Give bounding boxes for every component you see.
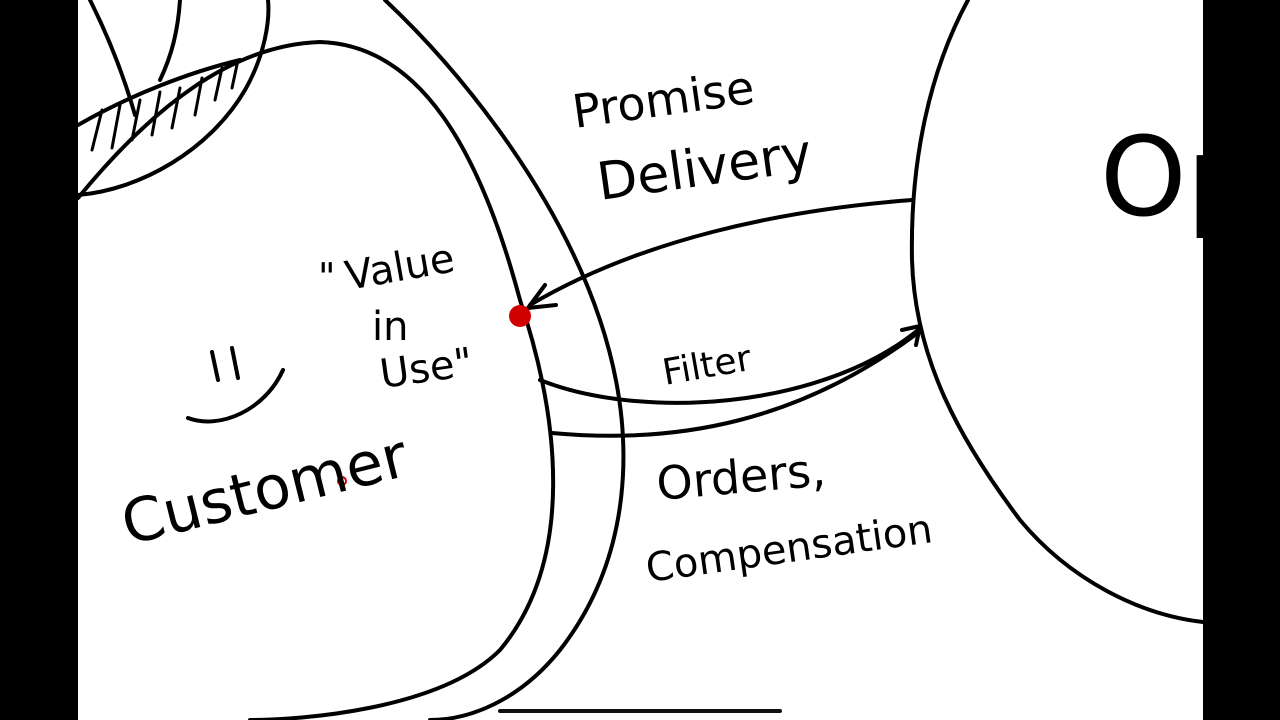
value-label: Value <box>342 235 458 299</box>
value-marker-dot <box>509 305 531 327</box>
whiteboard-canvas[interactable]: Promise Delivery " Value in Use" Filter … <box>78 0 1203 720</box>
promise-arrowhead <box>526 283 558 310</box>
pointer-dot-icon <box>337 476 347 486</box>
smile-icon <box>186 346 285 424</box>
filter-label: Filter <box>659 338 754 394</box>
home-indicator-bar[interactable] <box>498 709 782 713</box>
organization-partial-label: Op <box>1100 113 1203 241</box>
letterbox-right <box>1203 0 1280 720</box>
in-label: in <box>372 304 408 350</box>
letterbox-left <box>0 0 78 720</box>
promise-arrow <box>528 198 914 307</box>
promise-label: Promise <box>569 60 758 139</box>
diagram-svg: Promise Delivery " Value in Use" Filter … <box>78 0 1203 720</box>
compensation-label: Compensation <box>643 506 935 592</box>
customer-boundary <box>78 40 556 720</box>
filter-arrowhead <box>900 324 922 347</box>
organization-boundary <box>909 0 1203 624</box>
value-quote-open: " <box>318 255 335 299</box>
filter-arrow <box>538 328 920 405</box>
orders-label: Orders, <box>654 442 827 511</box>
delivery-label: Delivery <box>593 123 815 212</box>
top-left-blob <box>78 0 271 197</box>
outer-boundary <box>383 0 626 720</box>
orders-line <box>550 333 917 438</box>
customer-label: Customer <box>115 421 415 560</box>
